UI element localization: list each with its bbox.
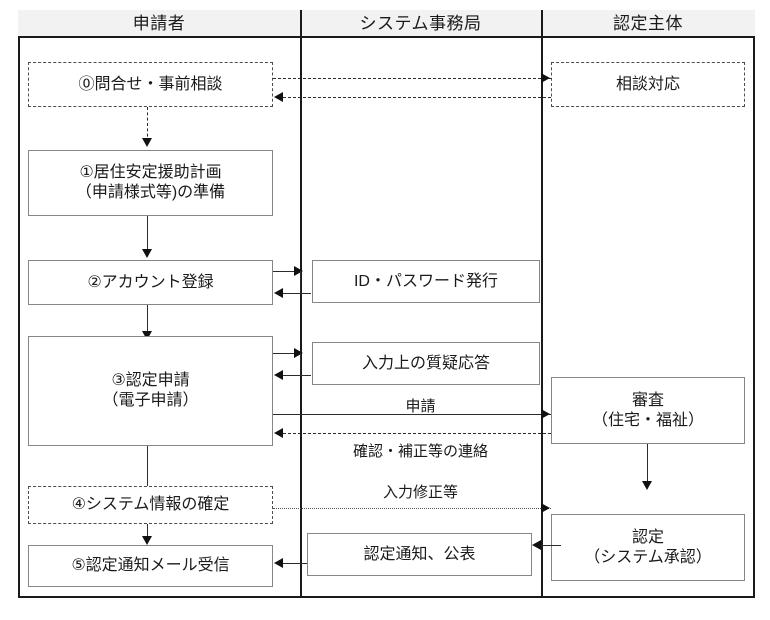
- connector-step3-qa-joiner: [300, 353, 302, 375]
- arrowhead-approval-to-notice: [532, 539, 541, 550]
- step-5-label: ⑤認定通知メール受信: [71, 557, 230, 574]
- connector-step4-to-approval: [273, 508, 551, 509]
- step-0-inquiry-box[interactable]: ⓪問合せ・事前相談: [28, 62, 273, 107]
- certifier-review-line2: （住宅・福祉）: [591, 411, 704, 429]
- certifier-review-line1: 審査: [631, 391, 664, 409]
- certifier-approval-line1: 認定: [631, 528, 664, 546]
- arrowhead-id-issue-to-step2: [274, 287, 283, 298]
- connector-step1-to-step2: [147, 216, 149, 254]
- lane-header-applicant: 申請者: [132, 14, 186, 33]
- step-1-text: ①居住安定援助計画 （申請様式等)の準備: [76, 163, 225, 203]
- arrowhead-review-to-approval: [642, 481, 652, 490]
- step-2-label: ②アカウント登録: [87, 273, 214, 291]
- label-input-fix: 入力修正等: [382, 484, 458, 501]
- step-4-label: ④システム情報の確定: [71, 496, 230, 513]
- office-qa-box[interactable]: 入力上の質疑応答: [312, 342, 540, 385]
- arrowhead-step2-to-id-issue: [294, 265, 303, 276]
- step-2-account-registration-box[interactable]: ②アカウント登録: [28, 260, 273, 305]
- step-3-line1: ③認定申請: [111, 372, 190, 389]
- connector-step3-to-qa: [273, 353, 301, 355]
- lane-header-system-office: システム事務局: [359, 14, 482, 33]
- step-1-plan-box[interactable]: ①居住安定援助計画 （申請様式等)の準備: [28, 150, 273, 216]
- arrowhead-step2-to-step3: [142, 331, 152, 340]
- arrowhead-notice-to-step5: [274, 557, 283, 568]
- label-confirm-correction: 確認・補正等の連絡: [352, 443, 488, 460]
- arrowhead-step4-to-approval: [541, 502, 550, 513]
- office-id-password-issue-box[interactable]: ID・パスワード発行: [312, 260, 540, 303]
- lane-header-band: [18, 10, 755, 38]
- connector-inquiry-to-consultation: [273, 78, 551, 79]
- arrowhead-step3-to-qa: [294, 347, 303, 358]
- arrowhead-review-to-step3: [274, 427, 283, 438]
- office-qa-label: 入力上の質疑応答: [361, 354, 490, 372]
- connector-step2-to-step3: [147, 305, 149, 337]
- connector-qa-to-step3: [283, 375, 311, 377]
- connector-approval-to-notice: [541, 545, 561, 547]
- arrowhead-inquiry-to-consultation: [541, 72, 550, 83]
- certifier-consultation-label: 相談対応: [615, 75, 680, 93]
- arrowhead-qa-to-step3: [274, 369, 283, 380]
- certifier-consultation-box[interactable]: 相談対応: [551, 62, 745, 107]
- arrowhead-step0-to-step1: [142, 138, 152, 147]
- connector-id-issue-to-step2: [283, 293, 311, 295]
- step-3-certification-application-box[interactable]: ③認定申請 （電子申請）: [28, 336, 273, 446]
- office-notice-publication-box[interactable]: 認定通知、公表: [307, 533, 532, 576]
- arrowhead-step1-to-step2: [142, 249, 152, 258]
- lane-divider-2: [541, 10, 543, 598]
- lane-header-certifier: 認定主体: [613, 14, 683, 33]
- connector-notice-to-step5: [283, 563, 307, 565]
- step-3-text: ③認定申請 （電子申請）: [102, 371, 198, 411]
- connector-review-to-approval: [647, 444, 649, 486]
- arrowhead-consultation-to-inquiry: [274, 91, 283, 102]
- step-3-line2: （電子申請）: [102, 392, 199, 409]
- step-1-line2: （申請様式等)の準備: [75, 184, 226, 201]
- connector-step3-to-step4: [147, 446, 149, 486]
- connector-step2-to-id-issue: [273, 271, 301, 273]
- arrowhead-step3-to-review: [541, 408, 550, 419]
- connector-step2-office-joiner: [300, 271, 302, 293]
- certifier-approval-box[interactable]: 認定 （システム承認）: [551, 514, 745, 581]
- certifier-approval-text: 認定 （システム承認）: [584, 528, 712, 568]
- certifier-approval-line2: （システム承認）: [584, 548, 712, 566]
- certifier-review-box[interactable]: 審査 （住宅・福祉）: [551, 377, 745, 444]
- lane-divider-1: [300, 10, 302, 598]
- connector-step4-to-step5: [147, 524, 149, 542]
- step-4-system-info-fix-box[interactable]: ④システム情報の確定: [28, 486, 273, 524]
- step-1-line1: ①居住安定援助計画: [79, 164, 222, 181]
- office-notice-publication-label: 認定通知、公表: [363, 545, 476, 563]
- connector-review-to-step3: [283, 433, 551, 434]
- step-5-receive-notification-mail-box[interactable]: ⑤認定通知メール受信: [28, 545, 273, 587]
- step-0-label: ⓪問合せ・事前相談: [78, 75, 223, 93]
- office-id-password-issue-label: ID・パスワード発行: [353, 272, 498, 290]
- certifier-review-text: 審査 （住宅・福祉）: [592, 391, 704, 431]
- connector-consultation-to-inquiry: [283, 97, 551, 98]
- arrowhead-step4-to-step5: [142, 536, 152, 545]
- connector-step3-to-review: [273, 414, 551, 416]
- label-application: 申請: [405, 398, 436, 415]
- connector-step0-to-step1: [147, 107, 148, 142]
